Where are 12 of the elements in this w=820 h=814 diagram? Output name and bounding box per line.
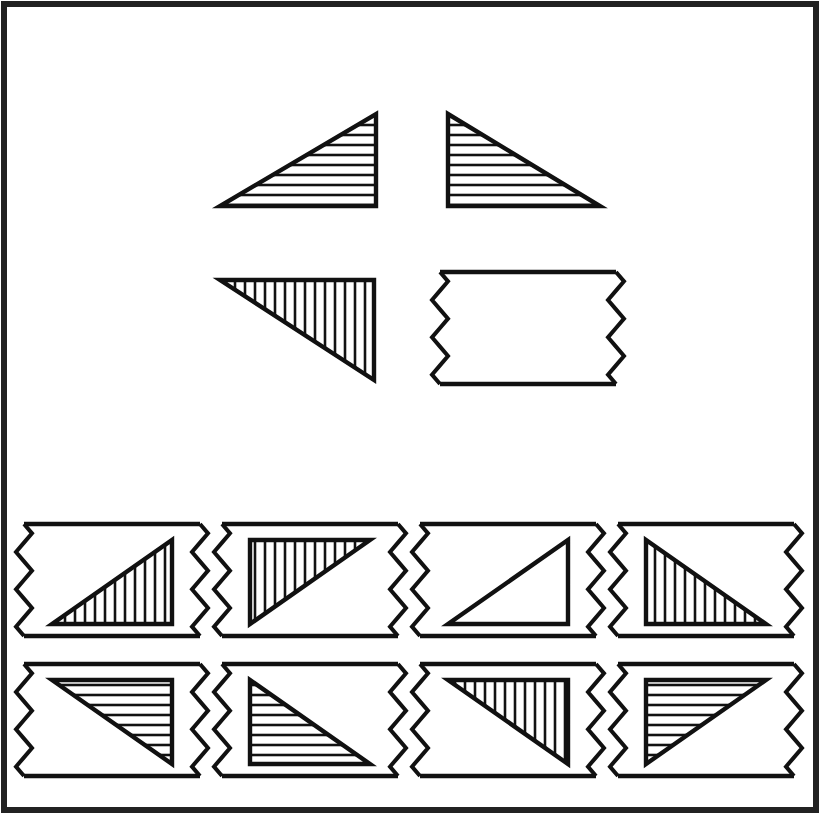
triangle-drawing — [445, 110, 608, 209]
triangle-drawing — [211, 110, 379, 209]
empty-frame-drawing — [429, 269, 627, 387]
answer-option-drawing — [409, 521, 607, 639]
answer-option-drawing — [211, 661, 409, 779]
answer-option-drawing — [13, 661, 211, 779]
answer-option-drawing — [409, 661, 607, 779]
answer-option-drawing — [607, 661, 805, 779]
triangle-drawing — [212, 277, 377, 385]
answer-option-drawing — [13, 521, 211, 639]
answer-option-drawing — [607, 521, 805, 639]
answer-option-drawing — [211, 521, 409, 639]
